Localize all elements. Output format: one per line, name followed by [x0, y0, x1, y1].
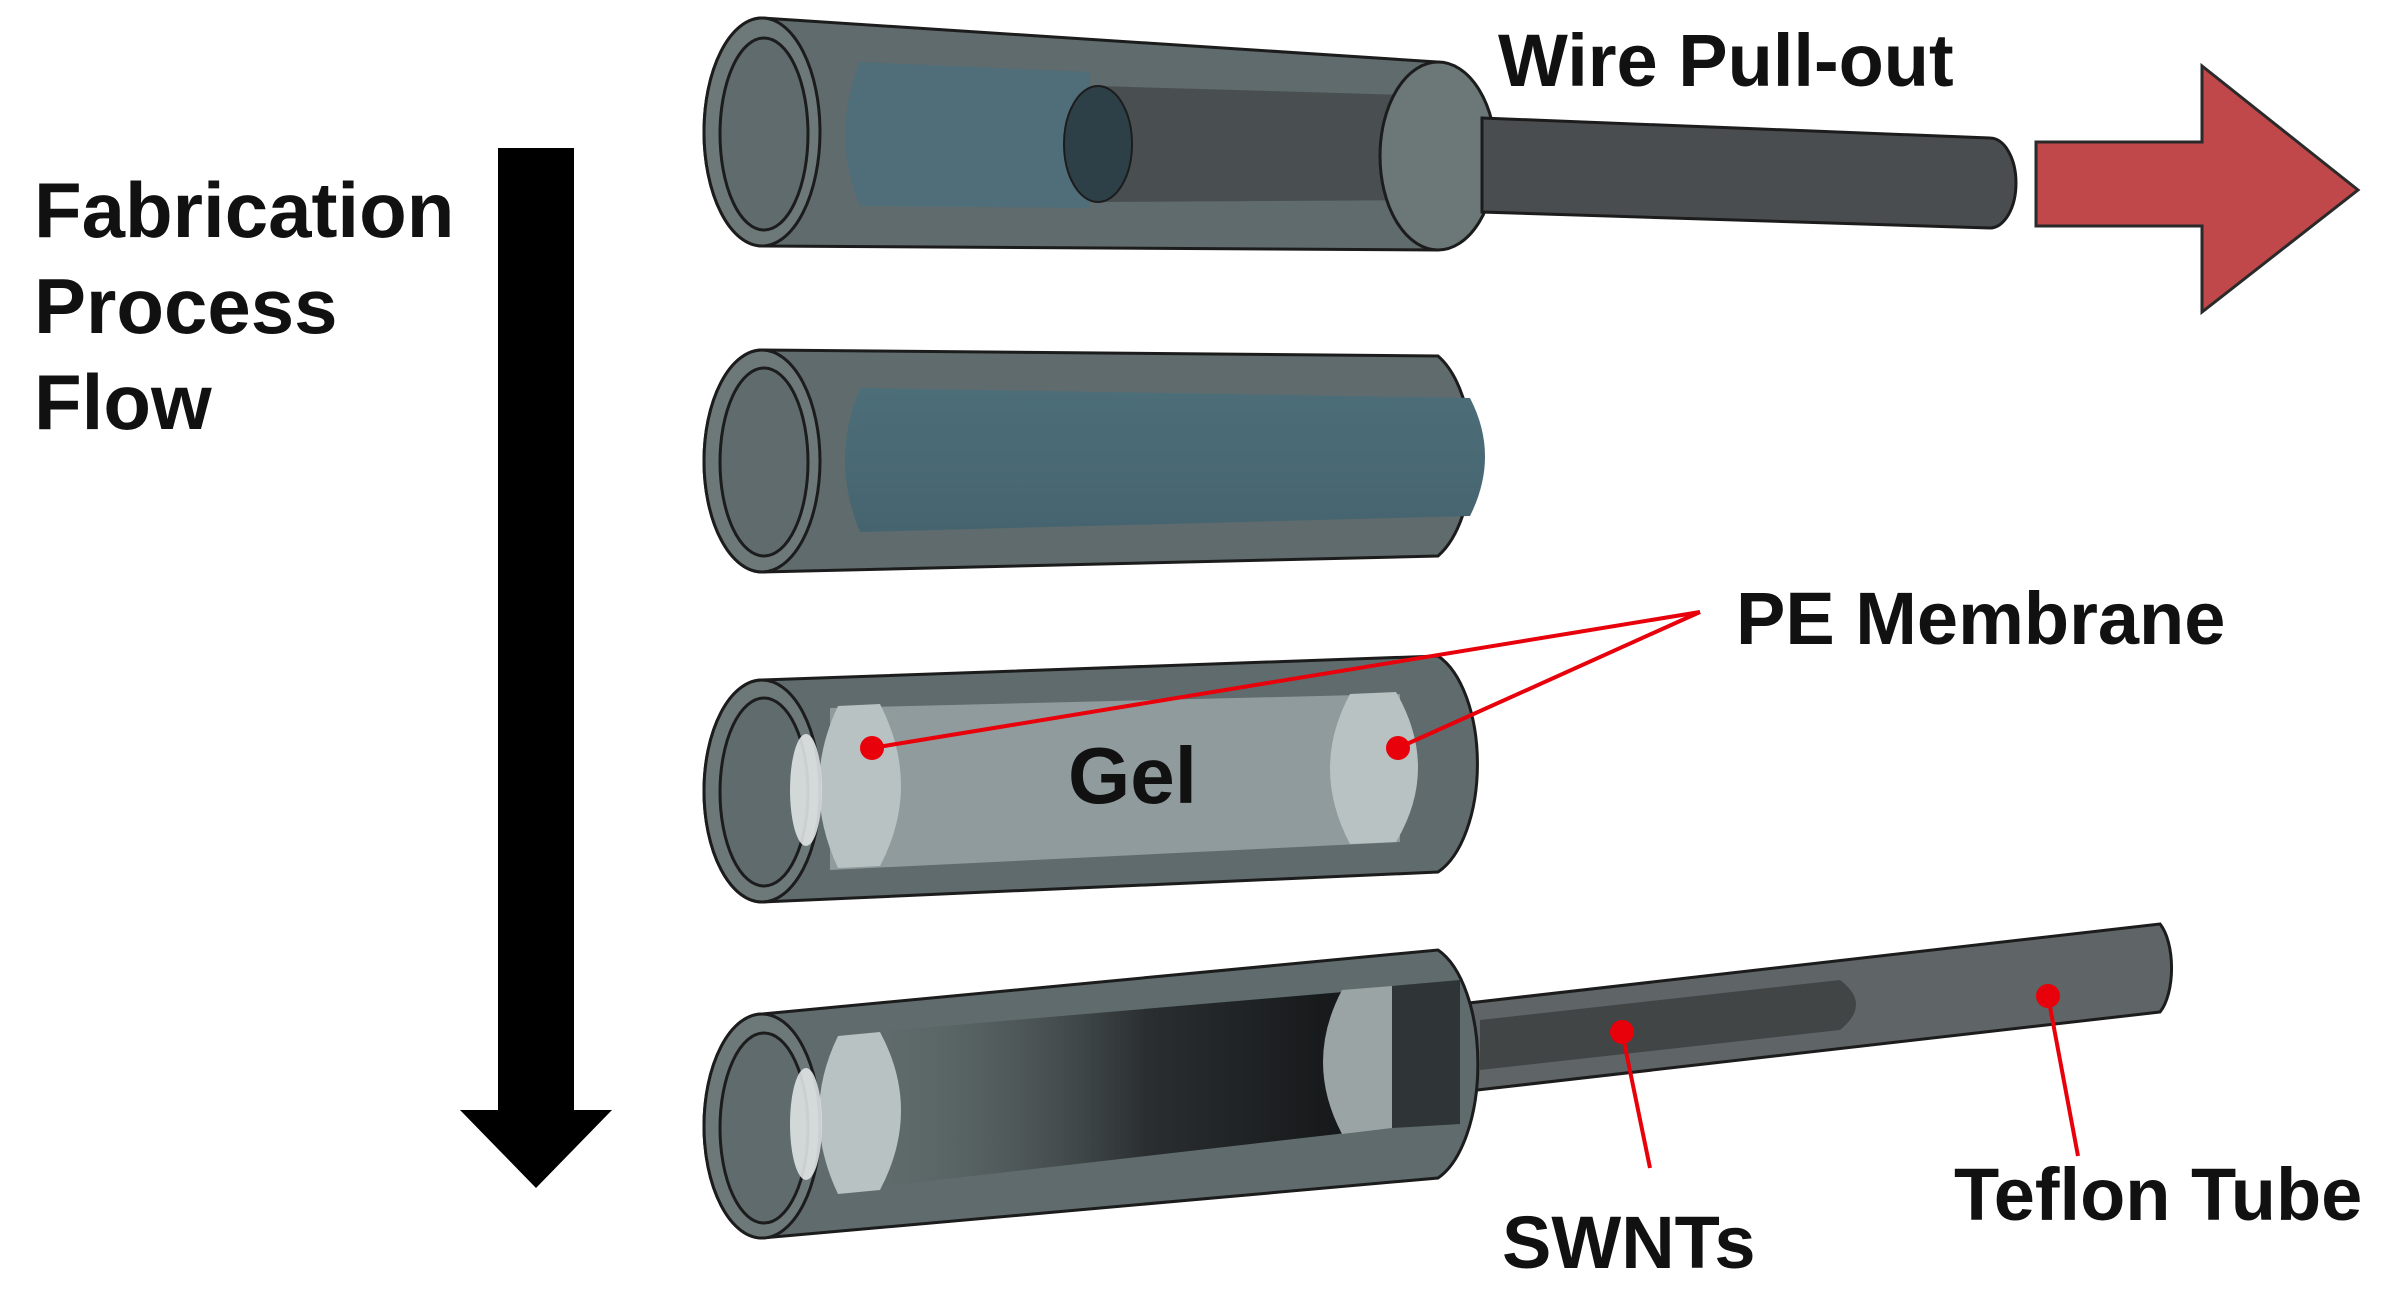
swnts-callout-line	[1620, 1031, 1652, 1169]
teflon-callout-line	[2046, 995, 2080, 1157]
swnts-label: SWNTs	[1502, 1201, 1756, 1284]
gel-label: Gel	[1068, 731, 1197, 820]
pe-membrane-right	[1330, 692, 1418, 844]
pe-membrane-label: PE Membrane	[1736, 577, 2226, 660]
flow-label-line-2: Process	[34, 262, 338, 350]
tube-gel-membrane	[702, 654, 1479, 904]
tube-swnts-teflon	[702, 922, 2174, 1240]
pe-membrane-left	[819, 704, 901, 868]
callout-dot-swnts	[1610, 1020, 1634, 1044]
callout-dot-membrane-left	[860, 736, 884, 760]
wire-pullout-label: Wire Pull-out	[1498, 19, 1954, 102]
flow-label-line-3: Flow	[34, 358, 212, 446]
flow-label-line-1: Fabrication	[34, 166, 455, 254]
tube-wire-pullout	[702, 16, 2018, 252]
pe-membrane-callouts	[871, 610, 1701, 750]
teflon-tube-label: Teflon Tube	[1954, 1153, 2363, 1236]
callout-dot-membrane-right	[1386, 736, 1410, 760]
down-arrow-icon	[460, 148, 612, 1188]
tube-gel-filled	[702, 348, 1485, 574]
right-arrow-icon	[2034, 62, 2361, 316]
callout-dot-teflon	[2036, 984, 2060, 1008]
